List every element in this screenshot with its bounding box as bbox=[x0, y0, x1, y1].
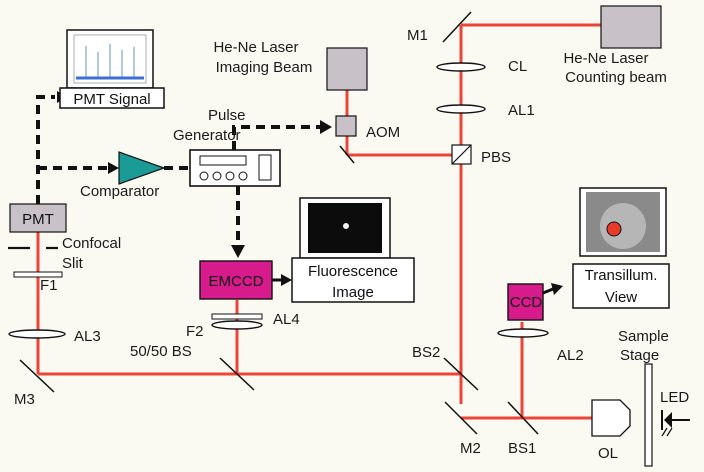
led-label: LED bbox=[660, 389, 689, 406]
counting-laser-label-line2: Counting beam bbox=[565, 69, 667, 86]
confocal-slit-label-line1: Confocal bbox=[62, 235, 121, 252]
pmt-signal-label-box bbox=[59, 87, 165, 109]
comparator-label: Comparator bbox=[80, 183, 159, 200]
generator-to-aom-line bbox=[232, 125, 320, 150]
counting-laser-box bbox=[600, 5, 662, 49]
ccd-box bbox=[507, 283, 544, 321]
objective-lens bbox=[591, 399, 631, 437]
pbs-diagonal bbox=[451, 144, 472, 165]
bs-5050-label: 50/50 BS bbox=[130, 343, 192, 360]
arrowhead bbox=[320, 120, 332, 134]
counting-laser-label-line1: He-Ne Laser bbox=[563, 50, 648, 67]
bs2-label: BS2 bbox=[412, 344, 440, 361]
arrowhead bbox=[108, 162, 119, 174]
pmt-to-signal-line bbox=[36, 95, 55, 204]
transillum-field bbox=[600, 203, 646, 249]
beam-splitter-bs1 bbox=[507, 401, 539, 435]
m1-label: M1 bbox=[407, 27, 428, 44]
signal-spikes bbox=[85, 44, 135, 78]
aom-mirror bbox=[339, 145, 355, 164]
lens-al1 bbox=[436, 104, 486, 114]
signal-lines bbox=[36, 91, 332, 258]
lens-cl bbox=[436, 62, 486, 72]
transillum-label-box bbox=[572, 263, 670, 309]
ol-label: OL bbox=[598, 445, 618, 462]
pulse-generator-label-line2: Generator bbox=[173, 127, 241, 144]
comparator-symbol bbox=[118, 151, 166, 185]
imaging-laser-label-line2: Imaging Beam bbox=[216, 59, 313, 76]
generator-output-panel bbox=[258, 154, 272, 181]
pmt-signal-monitor: PMT Signal bbox=[59, 29, 165, 109]
cl-label: CL bbox=[508, 58, 527, 75]
aom-label: AOM bbox=[366, 124, 400, 141]
sample-stage-label-line2: Stage bbox=[620, 347, 659, 364]
beam-splitter-5050 bbox=[219, 357, 255, 391]
sample-stage bbox=[644, 363, 653, 467]
pbs-label: PBS bbox=[481, 149, 511, 166]
lens-al2 bbox=[497, 328, 549, 338]
pulse-generator-label-line1: Pulse bbox=[208, 107, 246, 124]
led-icon bbox=[661, 410, 690, 437]
arrowhead bbox=[551, 283, 563, 295]
m3-label: M3 bbox=[14, 391, 35, 408]
mirror-m3 bbox=[19, 359, 55, 393]
confocal-slit-label-line2: Slit bbox=[62, 255, 84, 272]
fluorescence-label-line2: Image bbox=[332, 284, 374, 301]
mirror-m2 bbox=[444, 401, 478, 435]
f1-label: F1 bbox=[40, 277, 58, 294]
ccd-to-view-arrow-line bbox=[542, 287, 554, 295]
emccd-box bbox=[199, 260, 273, 300]
aom-box bbox=[335, 115, 357, 137]
filter-f1 bbox=[13, 271, 63, 278]
transillum-label-line1: Transillum. bbox=[585, 267, 658, 284]
fluorescence-monitor: Fluorescence Image bbox=[291, 197, 415, 303]
transillum-monitor: Transillum. View bbox=[572, 187, 670, 309]
pmt-label: PMT bbox=[22, 211, 54, 228]
al3-label: AL3 bbox=[74, 328, 101, 345]
m2-label: M2 bbox=[460, 440, 481, 457]
pmt-signal-label: PMT Signal bbox=[73, 91, 150, 108]
al4-label: AL4 bbox=[273, 311, 300, 328]
generator-display bbox=[199, 155, 247, 166]
laser-beam-paths bbox=[36, 23, 601, 420]
pulse-generator bbox=[189, 149, 281, 187]
lens-al3 bbox=[8, 329, 66, 339]
al1-label: AL1 bbox=[508, 102, 535, 119]
fluorescence-spot bbox=[343, 223, 349, 229]
emccd-label: EMCCD bbox=[209, 273, 264, 290]
transillum-marker bbox=[606, 221, 622, 237]
ccd-label: CCD bbox=[510, 294, 543, 311]
beam-splitter-bs2 bbox=[443, 357, 479, 391]
imaging-laser-box bbox=[326, 47, 368, 91]
fluorescence-label-line1: Fluorescence bbox=[308, 263, 398, 280]
lens-al4 bbox=[211, 320, 263, 330]
al2-label: AL2 bbox=[557, 347, 584, 364]
imaging-laser-label-line1: He-Ne Laser bbox=[213, 39, 298, 56]
filter-f2 bbox=[211, 313, 263, 320]
mirror-m1 bbox=[442, 11, 472, 43]
arrowhead bbox=[231, 245, 245, 258]
arrowhead bbox=[281, 274, 292, 286]
f2-label: F2 bbox=[186, 323, 204, 340]
bs1-label: BS1 bbox=[508, 440, 536, 457]
sample-stage-label-line1: Sample bbox=[618, 328, 669, 345]
generator-knobs bbox=[199, 171, 248, 181]
pmt-box bbox=[9, 203, 67, 233]
transillum-label-line2: View bbox=[605, 289, 637, 306]
